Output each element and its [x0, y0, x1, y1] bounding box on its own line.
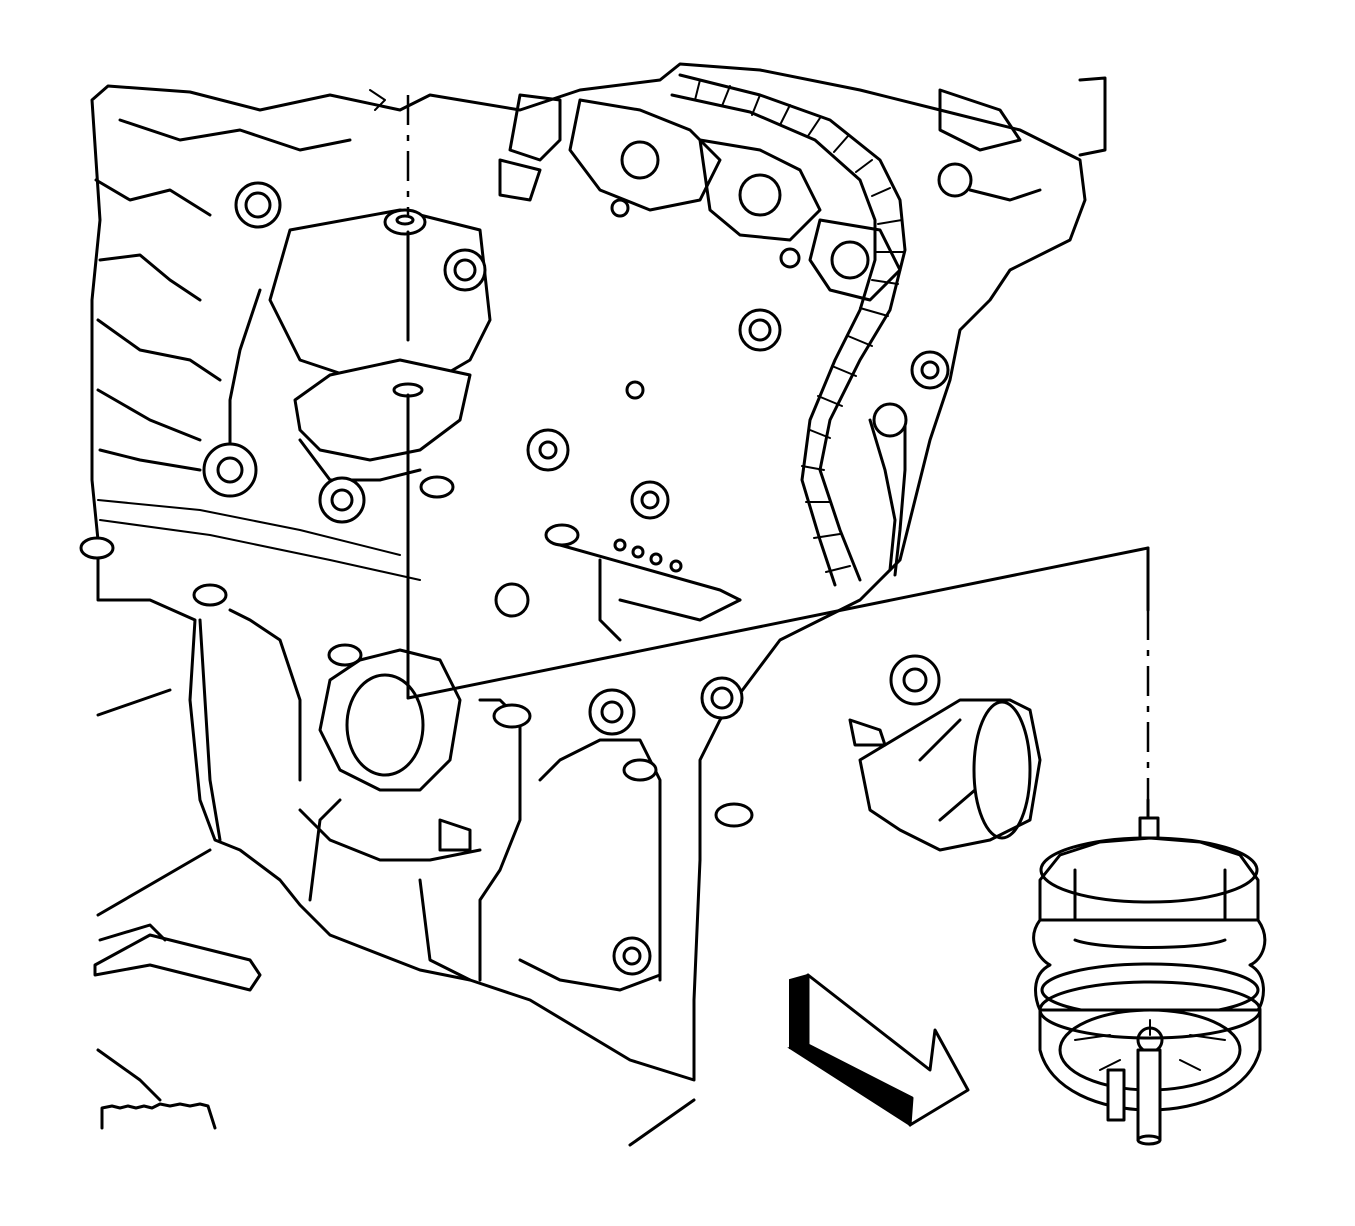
bolt-icon: [492, 703, 532, 729]
bolt-icon: [202, 442, 258, 498]
direction-arrow-icon: [787, 973, 970, 1127]
bolt-icon: [419, 475, 455, 499]
bolt-icon: [327, 643, 363, 667]
wiring-harness: [670, 73, 907, 587]
bolt-icon: [714, 802, 754, 828]
bolt-icon: [910, 350, 950, 390]
bolt-icon: [192, 583, 228, 607]
bolt-icon: [318, 476, 366, 524]
mount-leader-line: [406, 546, 1150, 820]
engine-mount: [1032, 816, 1267, 1146]
starter-motor: [848, 698, 1042, 852]
bolt-icon: [738, 308, 782, 352]
bolt-icon: [443, 248, 487, 292]
bolt-icon: [79, 536, 115, 560]
bolt-icon: [234, 181, 282, 229]
bolt-icon: [622, 758, 658, 782]
engine-block: [79, 62, 1107, 1147]
bolt-icon: [383, 208, 427, 236]
bolt-icon: [544, 523, 580, 547]
